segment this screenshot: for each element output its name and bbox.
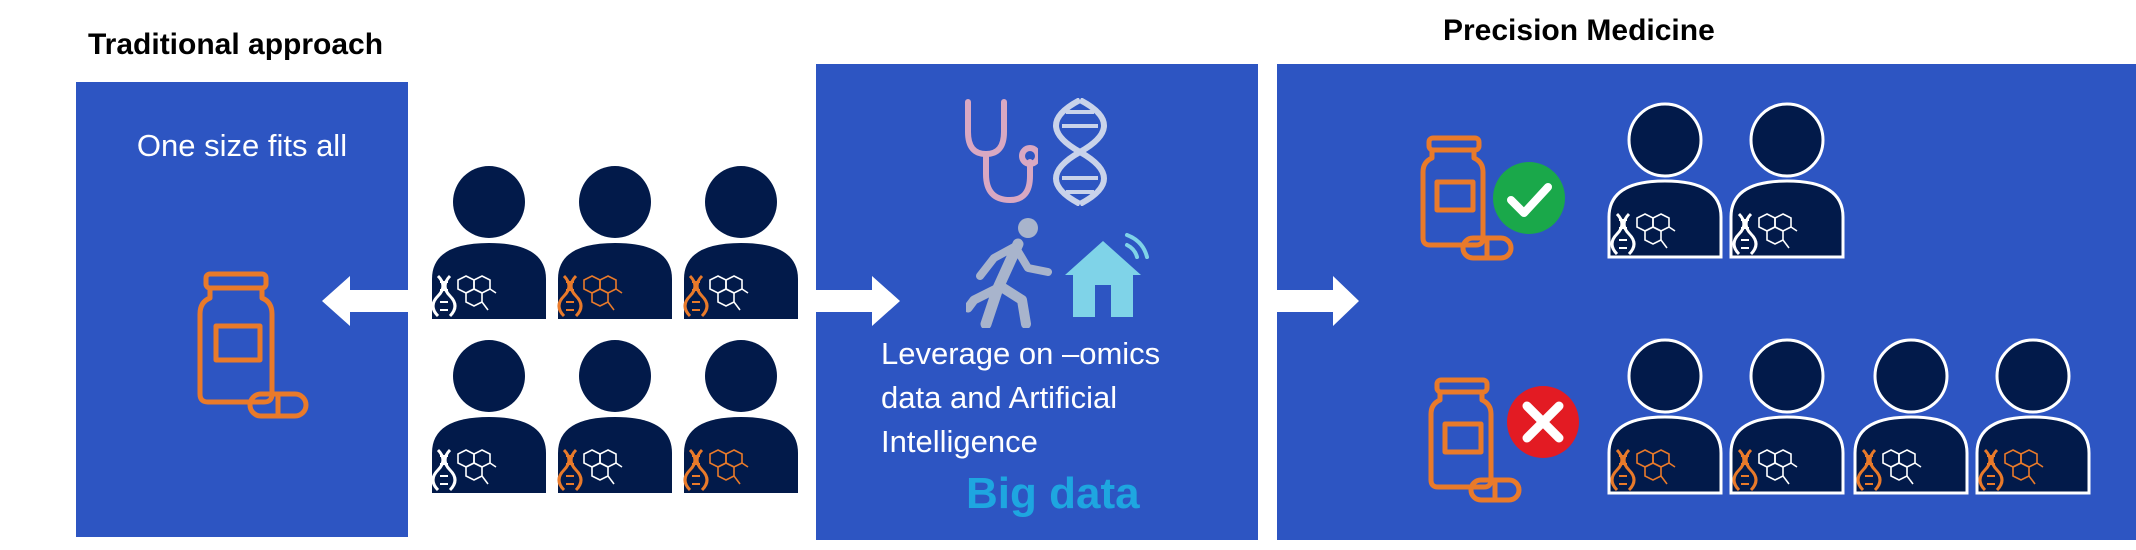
precision-medicine-panel (1277, 64, 2136, 540)
dna-icon (1050, 98, 1110, 206)
pill-bottle-icon (194, 270, 314, 420)
precision-medicine-heading: Precision Medicine (1443, 14, 1715, 47)
patient-group-graphic (432, 166, 798, 493)
running-person-icon (966, 216, 1058, 328)
arrow-left-icon (322, 276, 410, 326)
pill-bottle-icon (1431, 380, 1519, 500)
arrow-right-icon (814, 276, 900, 326)
smart-home-icon (1061, 229, 1157, 321)
precision-medicine-graphic (1277, 102, 2091, 540)
omics-description: Leverage on –omics data and Artificial I… (881, 336, 1161, 459)
traditional-approach-heading: Traditional approach (88, 28, 384, 61)
patient-group (432, 160, 802, 500)
checkmark-icon (1493, 162, 1565, 234)
big-data-label: Big data (966, 469, 1140, 518)
one-size-fits-all-label: One size fits all (136, 128, 348, 163)
arrow-right-icon (1277, 276, 1359, 326)
cross-icon (1507, 386, 1579, 458)
stethoscope-icon (958, 96, 1038, 208)
